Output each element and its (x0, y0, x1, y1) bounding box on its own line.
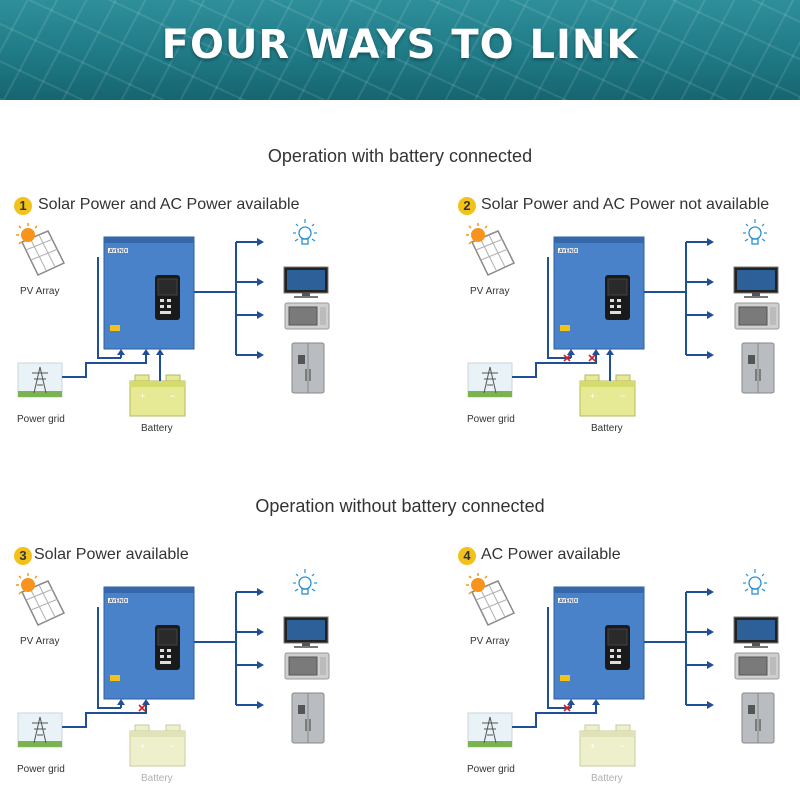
power-grid-label: Power grid (467, 414, 515, 425)
television-icon (734, 267, 778, 298)
svg-text:+: + (590, 741, 595, 751)
light-bulb-icon (293, 569, 317, 594)
light-bulb-icon (743, 219, 767, 244)
power-grid-label: Power grid (17, 764, 65, 775)
light-bulb-icon (743, 569, 767, 594)
svg-text:AVENDI: AVENDI (109, 599, 128, 605)
svg-text:+: + (140, 741, 145, 751)
microwave-icon (735, 303, 779, 329)
solar-panel-icon (466, 573, 514, 625)
inverter-unit: AVENDI (104, 237, 194, 349)
disconnected-mark (139, 705, 145, 711)
svg-text:−: − (620, 741, 625, 751)
scenario-number-badge: 4 (458, 547, 476, 565)
pv-array-label: PV Array (470, 286, 509, 297)
scenario-number-badge: 2 (458, 197, 476, 215)
battery-icon: + − (130, 375, 185, 416)
refrigerator-icon (742, 693, 774, 743)
inverter-unit: AVENDI (104, 587, 194, 699)
power-grid-tower-icon (468, 363, 512, 397)
svg-text:−: − (620, 391, 625, 401)
scenario-2: AVENDI + − (450, 197, 800, 457)
banner: FOUR WAYS TO LINK (0, 0, 800, 100)
power-grid-tower-icon (468, 713, 512, 747)
power-grid-label: Power grid (17, 414, 65, 425)
disconnected-mark (589, 355, 595, 361)
power-grid-label: Power grid (467, 764, 515, 775)
svg-text:AVENDI: AVENDI (559, 249, 578, 255)
battery-icon: + − (580, 375, 635, 416)
microwave-icon (285, 653, 329, 679)
pv-array-label: PV Array (20, 636, 59, 647)
svg-text:+: + (140, 391, 145, 401)
scenario-title: AC Power available (481, 546, 621, 564)
power-grid-tower-icon (18, 713, 62, 747)
battery-label: Battery (141, 773, 173, 784)
power-grid-tower-icon (18, 363, 62, 397)
section-title-with-battery: Operation with battery connected (0, 146, 800, 167)
television-icon (284, 617, 328, 648)
battery-label: Battery (141, 423, 173, 434)
refrigerator-icon (292, 693, 324, 743)
scenario-number-badge: 3 (14, 547, 32, 565)
refrigerator-icon (292, 343, 324, 393)
scenario-title: Solar Power available (34, 546, 189, 564)
pv-array-label: PV Array (20, 286, 59, 297)
section-title-without-battery: Operation without battery connected (0, 496, 800, 517)
svg-text:AVENDI: AVENDI (109, 249, 128, 255)
scenario-4: AVENDI + − (450, 547, 800, 807)
battery-label: Battery (591, 423, 623, 434)
scenario-title: Solar Power and AC Power not available (481, 196, 769, 214)
battery-label: Battery (591, 773, 623, 784)
scenario-3: AVENDI + − (0, 547, 400, 807)
refrigerator-icon (742, 343, 774, 393)
microwave-icon (285, 303, 329, 329)
solar-panel-icon (466, 223, 514, 275)
solar-panel-icon (16, 223, 64, 275)
battery-icon: + − (580, 725, 635, 766)
scenario-1: AVENDI + − (0, 197, 400, 457)
svg-text:+: + (590, 391, 595, 401)
banner-title: FOUR WAYS TO LINK (0, 22, 800, 68)
svg-text:−: − (170, 391, 175, 401)
microwave-icon (735, 653, 779, 679)
pv-array-label: PV Array (470, 636, 509, 647)
scenario-title: Solar Power and AC Power available (38, 196, 299, 214)
solar-panel-icon (16, 573, 64, 625)
inverter-unit: AVENDI (554, 237, 644, 349)
svg-text:−: − (170, 741, 175, 751)
svg-text:AVENDI: AVENDI (559, 599, 578, 605)
television-icon (284, 267, 328, 298)
scenario-number-badge: 1 (14, 197, 32, 215)
inverter-unit: AVENDI (554, 587, 644, 699)
television-icon (734, 617, 778, 648)
light-bulb-icon (293, 219, 317, 244)
battery-icon: + − (130, 725, 185, 766)
